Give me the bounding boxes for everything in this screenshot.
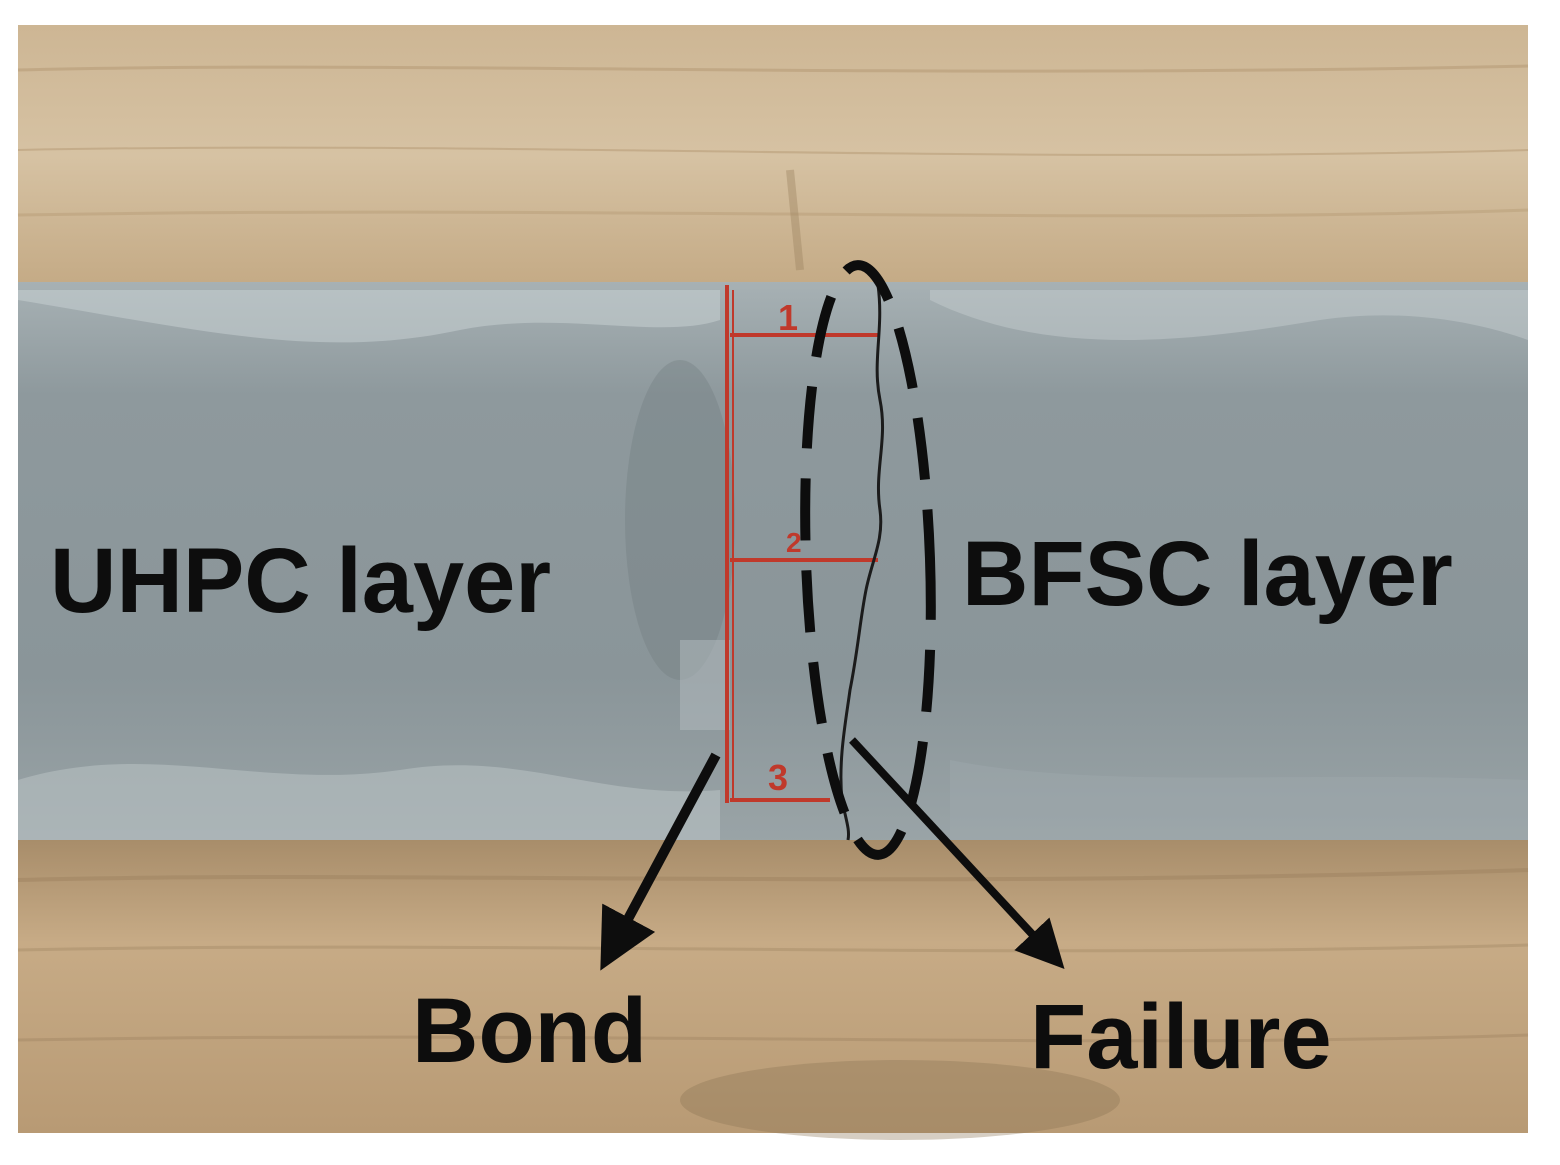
measurement-marking: 1 2 3	[725, 285, 878, 803]
failure-label: Failure	[1030, 986, 1332, 1088]
marking-label-2: 2	[786, 527, 802, 558]
failure-zone-ellipse	[800, 260, 936, 860]
bfsc-layer-label: BFSC layer	[962, 523, 1453, 625]
bond-label: Bond	[412, 980, 647, 1082]
wood-board-bottom	[17, 840, 1529, 1140]
marking-label-1: 1	[778, 297, 798, 338]
uhpc-layer-label: UHPC layer	[50, 530, 551, 632]
wood-board-top	[17, 25, 1529, 287]
concrete-specimen	[18, 282, 1528, 845]
interface-crack	[839, 284, 884, 841]
bond-arrow	[600, 752, 721, 971]
failure-arrow	[849, 737, 1065, 970]
marking-label-3: 3	[768, 757, 788, 798]
